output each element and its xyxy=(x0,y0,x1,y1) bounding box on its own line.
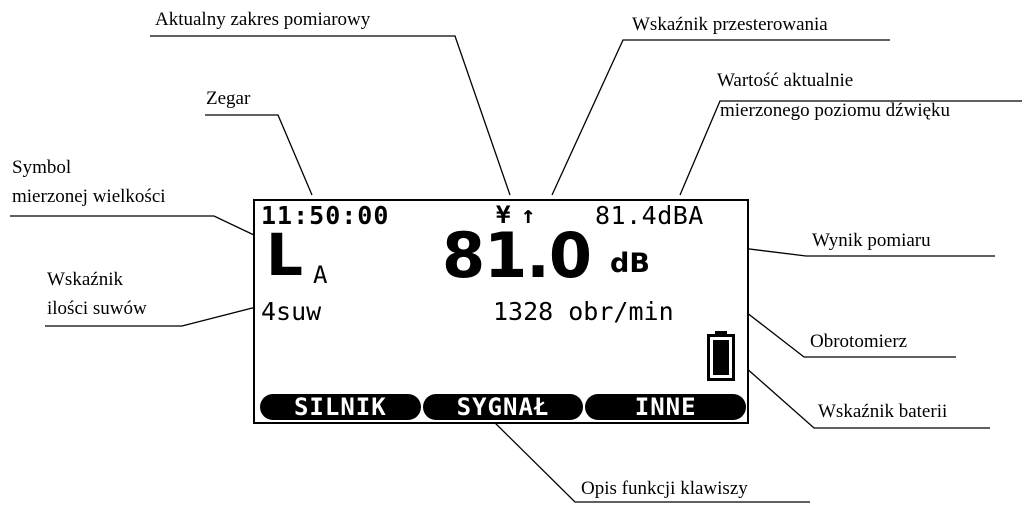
label-strokes-1: Wskaźnik xyxy=(47,269,123,290)
quantity-subscript: A xyxy=(313,261,328,289)
label-symbol-2: mierzonej wielkości xyxy=(12,186,166,207)
softkey-silnik[interactable]: SILNIK xyxy=(260,394,421,420)
label-clock: Zegar xyxy=(206,88,251,109)
label-current-level-1: Wartość aktualnie xyxy=(717,70,854,91)
label-keys: Opis funkcji klawiszy xyxy=(581,478,748,499)
battery-icon xyxy=(707,331,735,381)
leader-clock xyxy=(205,114,313,196)
current-level-readout: 81.4dBA xyxy=(595,201,704,230)
rpm-readout: 1328 obr/min xyxy=(493,297,674,326)
leader-range xyxy=(150,35,511,196)
label-tachometer: Obrotomierz xyxy=(810,331,908,352)
label-range: Aktualny zakres pomiarowy xyxy=(155,9,371,30)
strokes-readout: 4suw xyxy=(261,297,322,326)
leader-symbol xyxy=(10,215,276,246)
quantity-symbol: L xyxy=(266,221,303,289)
lcd-screen: 11:50:00 ¥ ↑ 81.4dBA L A 81.0 dB 4suw 13… xyxy=(253,199,749,424)
label-battery: Wskaźnik baterii xyxy=(818,401,948,422)
softkey-sygnal[interactable]: SYGNAŁ xyxy=(422,394,584,420)
up-arrow-icon: ↑ xyxy=(521,201,536,229)
label-strokes-2: ilości suwów xyxy=(47,298,147,319)
label-result: Wynik pomiaru xyxy=(812,230,931,251)
clock-readout: 11:50:00 xyxy=(261,201,390,230)
label-overload: Wskaźnik przesterowania xyxy=(632,14,828,35)
label-current-level-2: mierzonego poziomu dźwięku xyxy=(720,100,951,121)
softkey-bar: SILNIK SYGNAŁ INNE xyxy=(259,394,747,422)
result-value: 81.0 xyxy=(442,219,592,292)
battery-fill xyxy=(713,340,729,375)
softkey-inne[interactable]: INNE xyxy=(585,394,747,420)
double-chevron-down-icon: ¥ xyxy=(496,201,511,229)
result-unit: dB xyxy=(610,248,650,279)
label-symbol-1: Symbol xyxy=(12,157,72,178)
